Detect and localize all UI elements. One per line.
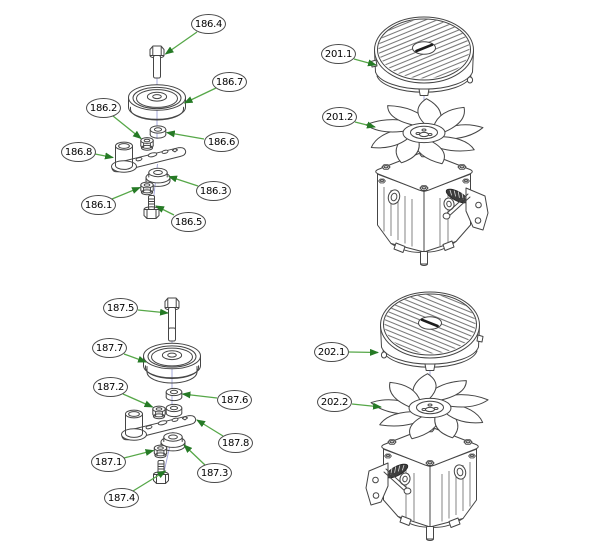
bolt-186-4: [149, 45, 165, 79]
callout-label: 186.2: [89, 102, 118, 114]
callout-arrow-187-8: [196, 419, 224, 437]
callout-186-6: 186.6: [204, 132, 239, 152]
callout-186-2: 186.2: [86, 98, 121, 118]
callout-arrow-187-2: [122, 393, 154, 408]
callout-arrow-187-3: [183, 444, 206, 466]
callout-label: 187.7: [95, 342, 124, 354]
idler-assembly-186-art: [111, 45, 187, 219]
callout-201-2: 201.2: [322, 107, 357, 127]
callout-label: 202.1: [317, 346, 346, 358]
bolt-187-5-shaft: [168, 327, 176, 342]
transaxle-202-art: [366, 273, 490, 540]
callout-arrows: [94, 31, 382, 492]
nut-186-1: [140, 181, 154, 196]
callout-label: 186.8: [64, 146, 93, 158]
callout-186-3: 186.3: [196, 181, 231, 201]
callout-186-8: 186.8: [61, 142, 96, 162]
callout-arrow-202-1: [348, 348, 379, 356]
nut-186-2: [140, 137, 154, 151]
nut-187-2: [152, 405, 166, 420]
callout-label: 187.6: [220, 394, 249, 406]
callout-arrow-186-5: [155, 205, 175, 216]
callout-arrow-186-7: [183, 87, 217, 104]
callout-187-6: 187.6: [217, 390, 252, 410]
callout-arrow-187-4: [132, 470, 167, 492]
callout-label: 187.4: [107, 492, 136, 504]
callout-187-4: 187.4: [104, 488, 139, 508]
callout-label: 187.2: [96, 381, 125, 393]
output-shaft: [420, 251, 428, 265]
spacer-186-6: [149, 125, 167, 139]
callout-arrow-201-2: [354, 121, 376, 129]
callout-label: 186.4: [194, 18, 223, 30]
callout-186-1: 186.1: [81, 195, 116, 215]
callout-label: 201.2: [325, 111, 354, 123]
callout-arrow-186-8: [94, 152, 114, 160]
callout-label: 201.1: [324, 48, 353, 60]
callout-186-7: 186.7: [212, 72, 247, 92]
callout-label: 186.3: [199, 185, 228, 197]
callout-label: 187.3: [200, 467, 229, 479]
transaxle-body: [375, 151, 489, 266]
callout-label: 186.6: [207, 136, 236, 148]
callout-arrow-186-6: [165, 130, 205, 140]
callout-arrow-187-1: [123, 449, 155, 459]
mount-bracket: [465, 187, 489, 231]
callout-187-2: 187.2: [93, 377, 128, 397]
callout-arrow-186-3: [168, 175, 199, 187]
callout-186-4: 186.4: [191, 14, 226, 34]
callout-label: 186.1: [84, 199, 113, 211]
callout-arrow-186-2: [112, 115, 142, 140]
washer-187: [165, 403, 183, 418]
callout-arrow-186-4: [164, 31, 198, 55]
callout-label: 187.8: [221, 437, 250, 449]
callout-202-2: 202.2: [317, 392, 352, 412]
cooling-fan-201-2: [364, 97, 484, 165]
callout-202-1: 202.1: [314, 342, 349, 362]
callout-arrow-201-1: [353, 58, 377, 67]
callout-187-1: 187.1: [91, 452, 126, 472]
callout-187-7: 187.7: [92, 338, 127, 358]
callout-arrow-187-5: [137, 308, 169, 316]
callout-arrow-186-1: [111, 186, 141, 200]
callout-186-5: 186.5: [171, 212, 206, 232]
callout-arrow-187-7: [123, 353, 147, 363]
callout-arrow-187-6: [181, 391, 218, 399]
callout-label: 202.2: [320, 396, 349, 408]
bolt-187-5: [164, 297, 180, 331]
callout-201-1: 201.1: [321, 44, 356, 64]
transaxle-201-art: [364, 16, 489, 266]
callout-187-3: 187.3: [197, 463, 232, 483]
callout-label: 187.1: [94, 456, 123, 468]
callout-187-5: 187.5: [103, 298, 138, 318]
nut-187-1: [153, 444, 168, 459]
spacer-187-6: [165, 387, 183, 402]
callout-187-8: 187.8: [218, 433, 253, 453]
callout-label: 187.5: [106, 302, 135, 314]
callout-label: 186.7: [215, 76, 244, 88]
fan-cover-201-1: [370, 16, 474, 96]
callout-arrow-202-2: [351, 402, 382, 410]
callout-label: 186.5: [174, 216, 203, 228]
